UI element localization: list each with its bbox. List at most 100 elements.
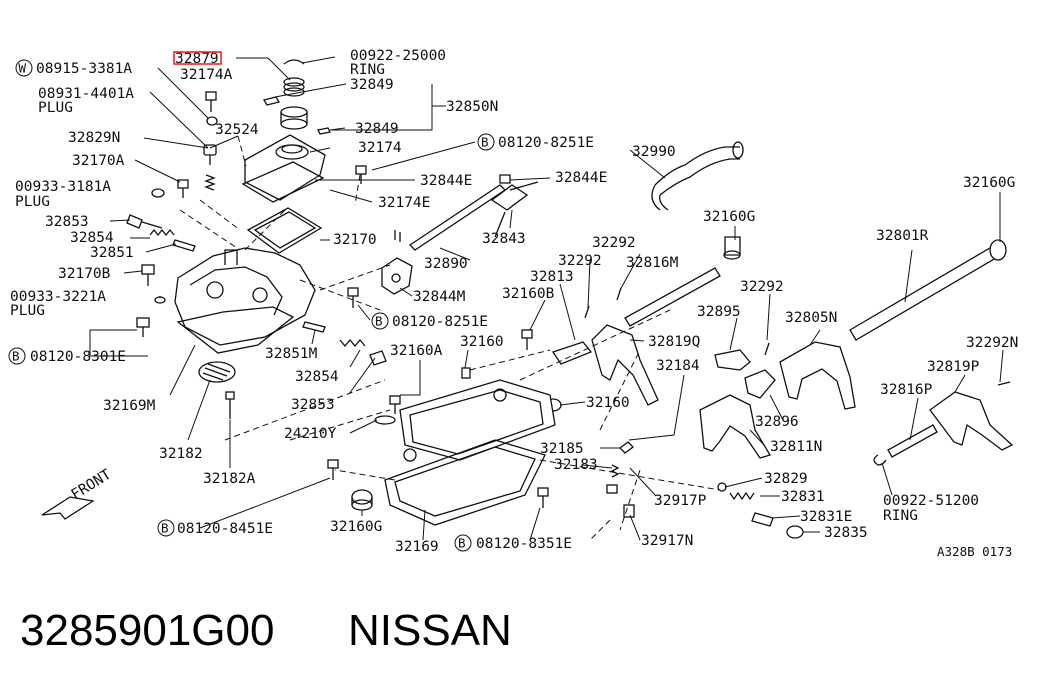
bolt-08120-8351E	[537, 487, 549, 508]
rod-32851M	[302, 321, 326, 333]
label-32896: 32896	[755, 414, 799, 430]
label-08120-8301E: 08120-8301E	[30, 349, 126, 365]
label-32890: 32890	[424, 256, 468, 272]
label-32831: 32831	[781, 489, 825, 505]
seal-32917P	[606, 484, 618, 494]
bolt-32170A	[177, 179, 189, 198]
label-32844E-b: 32844E	[555, 170, 607, 186]
block-32844M	[381, 257, 413, 295]
front-arrow	[41, 496, 95, 520]
label-32170B: 32170B	[58, 266, 111, 282]
label-32292b: 32292	[558, 253, 602, 269]
spring-32854	[149, 228, 175, 237]
plug-32160	[461, 367, 471, 379]
label-32524: 32524	[215, 122, 259, 138]
plug-32160G-bottom	[351, 489, 373, 511]
label-32843: 32843	[482, 231, 526, 247]
label-32854a: 32854	[70, 230, 114, 246]
label-32853a: 32853	[45, 214, 89, 230]
plug-32835	[786, 525, 804, 539]
fork-32811N	[699, 394, 771, 459]
gasket-32174E	[241, 161, 325, 203]
label-32174: 32174	[358, 140, 402, 156]
label-00933-3181A: 00933-3181A	[15, 179, 111, 195]
fork-32805N	[779, 341, 856, 410]
svg-text:B: B	[481, 135, 489, 150]
part-number: 3285901G00	[20, 606, 274, 655]
spring-32854-mid	[339, 338, 366, 348]
gasket-32170	[246, 207, 323, 254]
label-08120-8251E-b: 08120-8251E	[392, 314, 488, 330]
label-32895: 32895	[697, 304, 741, 320]
shaft-32801R	[849, 239, 1007, 341]
svg-text:B: B	[375, 314, 383, 329]
case-lower	[399, 379, 556, 462]
label-32160G-b: 32160G	[703, 209, 755, 225]
label-32805N: 32805N	[785, 310, 837, 326]
label-32160b: 32160	[586, 395, 630, 411]
highlight-box	[173, 51, 222, 65]
label-00922-51200: 00922-51200	[883, 493, 979, 509]
label-32851M: 32851M	[265, 346, 318, 362]
spring-32174A	[283, 59, 305, 97]
label-32170: 32170	[333, 232, 377, 248]
label-32816P: 32816P	[880, 382, 933, 398]
label-32835: 32835	[824, 525, 868, 541]
hose-32990	[651, 141, 744, 211]
label-32160B: 32160B	[502, 286, 555, 302]
switch-32853	[126, 214, 163, 229]
callout-markers: W B B B B B	[8, 59, 495, 552]
svg-text:W: W	[19, 61, 27, 76]
plunger-32849b	[317, 127, 331, 135]
cover-32174	[244, 134, 326, 201]
plug-00933	[151, 188, 165, 198]
label-32813: 32813	[530, 269, 574, 285]
label-32844E-a: 32844E	[420, 173, 472, 189]
bracket-32896	[744, 369, 776, 399]
label-32160a: 32160	[460, 334, 504, 350]
parts-artwork	[41, 59, 1014, 539]
label-32851: 32851	[90, 245, 134, 261]
shaft-32816P	[873, 424, 938, 466]
label-32850N: 32850N	[446, 99, 498, 115]
label-32853b: 32853	[291, 397, 335, 413]
label-08120-8351E: 08120-8351E	[476, 536, 572, 552]
label-32819Q: 32819Q	[648, 334, 700, 350]
oring-24210Y	[374, 415, 396, 425]
bolt-08120-8301E	[136, 317, 150, 337]
lever-32843	[490, 181, 539, 238]
bracket-32895	[714, 349, 751, 371]
bolt-08120-8251E-top	[355, 165, 367, 184]
label-08120-8451E: 08120-8451E	[177, 521, 273, 537]
label-08931-4401A: 08931-4401A	[38, 86, 134, 102]
label-plug-2: PLUG	[15, 194, 50, 210]
seal-32917N	[623, 504, 635, 518]
bolt-32170B	[141, 264, 155, 286]
label-32829N: 32829N	[68, 130, 120, 146]
label-32990: 32990	[632, 144, 676, 160]
label-32170A: 32170A	[72, 153, 125, 169]
label-32292a: 32292	[592, 235, 636, 251]
bolt-08915	[205, 91, 217, 112]
bushing-32850N	[280, 106, 308, 130]
bolt-08120-8251E	[347, 287, 359, 308]
bolt-32182A	[225, 391, 235, 419]
plug-32831E	[751, 512, 774, 527]
label-32829: 32829	[764, 471, 808, 487]
label-08915-3381A: 08915-3381A	[36, 61, 132, 77]
label-08120-8251E-a: 08120-8251E	[498, 135, 594, 151]
spring-32183	[610, 464, 620, 478]
label-32917P: 32917P	[654, 493, 707, 509]
label-32819P: 32819P	[927, 359, 980, 375]
svg-text:B: B	[161, 521, 169, 536]
rod-32851	[172, 239, 196, 252]
label-ring-bottom: RING	[883, 508, 918, 524]
label-32160G-a: 32160G	[963, 175, 1015, 191]
label-32160G-c: 32160G	[330, 519, 382, 535]
label-32182A: 32182A	[203, 471, 256, 487]
label-32844M: 32844M	[413, 289, 466, 305]
gasket-32169	[384, 439, 546, 526]
label-32849b: 32849	[355, 121, 399, 137]
label-32183: 32183	[554, 457, 598, 473]
